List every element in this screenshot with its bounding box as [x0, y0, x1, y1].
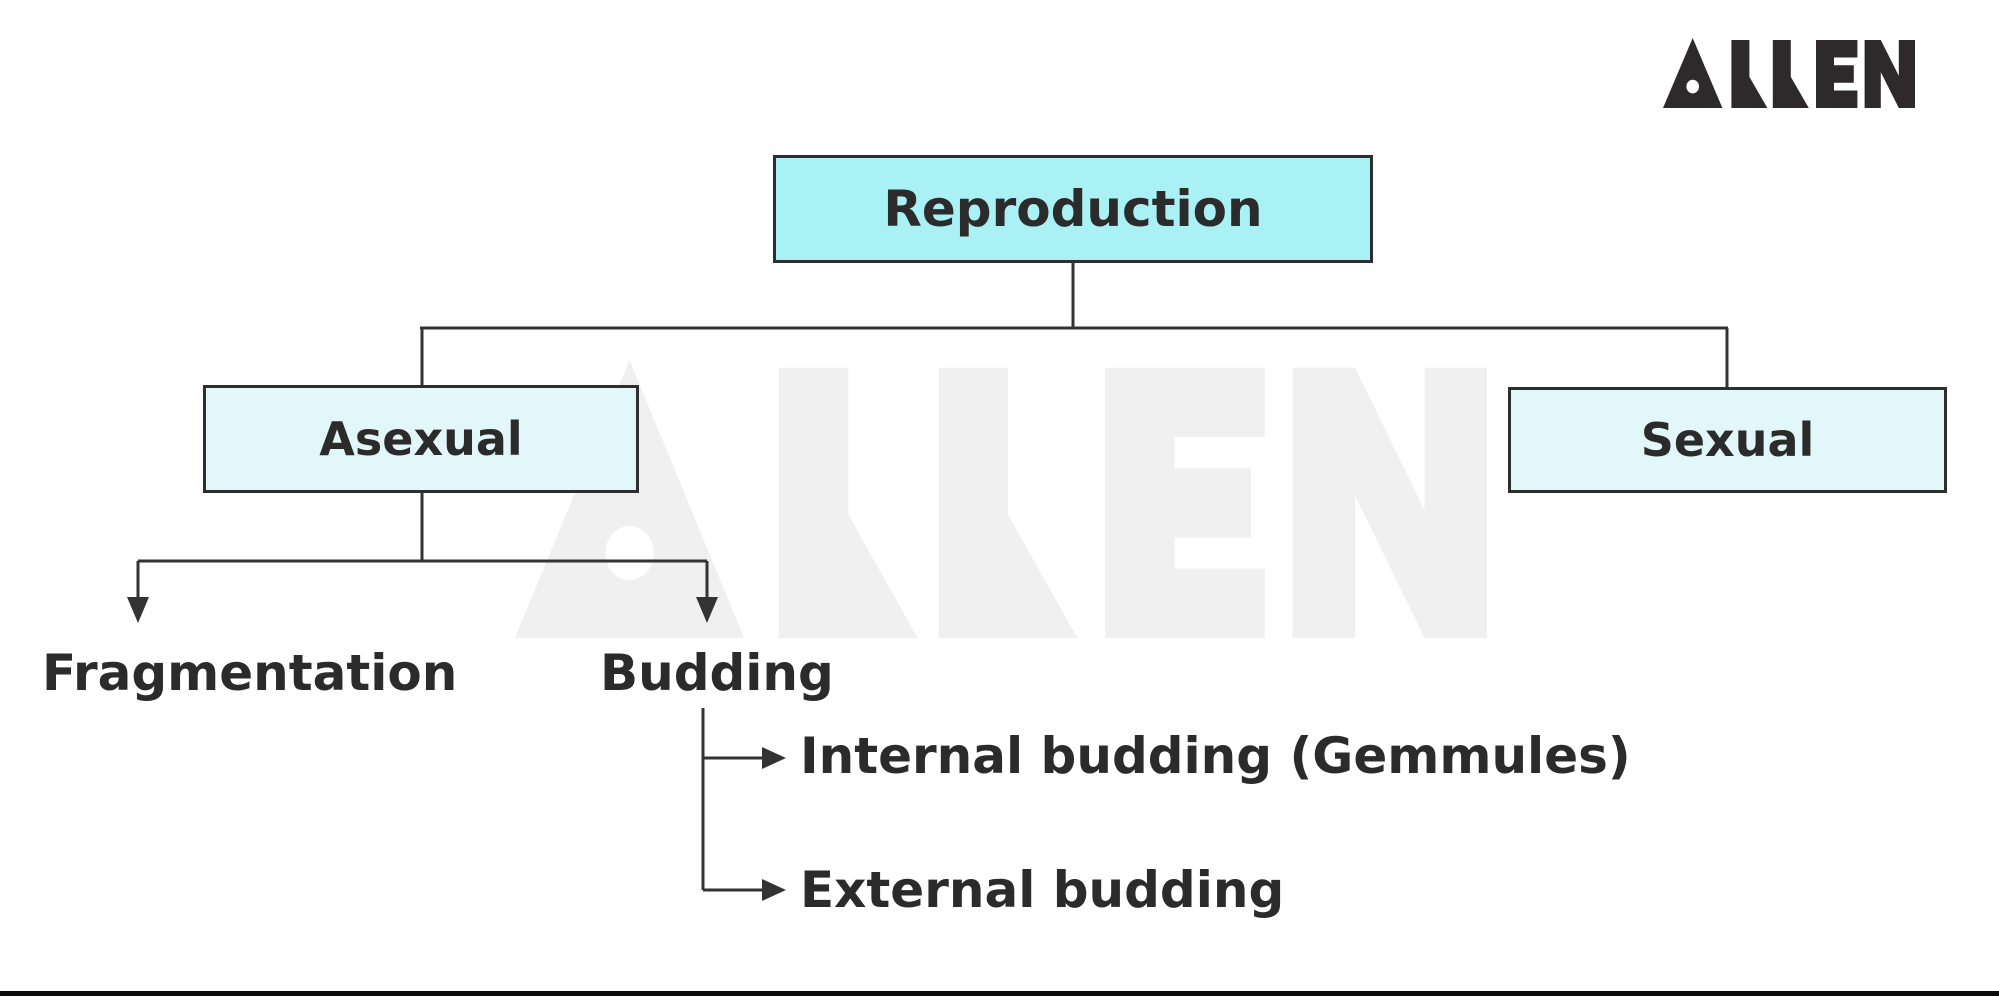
branch-node-label: Asexual — [319, 412, 523, 466]
branch-node-asexual: Asexual — [203, 385, 639, 493]
leaf-label-budding: Budding — [600, 644, 834, 702]
right-arrow-icon — [762, 879, 786, 901]
leaf-label-external-budding: External budding — [800, 861, 1285, 919]
root-node-label: Reproduction — [883, 180, 1263, 238]
right-arrow-icon — [762, 747, 786, 769]
allen-logo — [1663, 38, 1915, 108]
down-arrow-icon — [127, 597, 149, 623]
tree-connector-lines — [136, 263, 1729, 892]
branch-node-sexual: Sexual — [1508, 387, 1947, 493]
leaf-label-fragmentation: Fragmentation — [42, 644, 458, 702]
bottom-divider — [0, 991, 1999, 996]
branch-node-label: Sexual — [1640, 413, 1815, 467]
down-arrow-icon — [696, 597, 718, 623]
root-node-reproduction: Reproduction — [773, 155, 1373, 263]
leaf-label-internal-budding: Internal budding (Gemmules) — [800, 727, 1631, 785]
